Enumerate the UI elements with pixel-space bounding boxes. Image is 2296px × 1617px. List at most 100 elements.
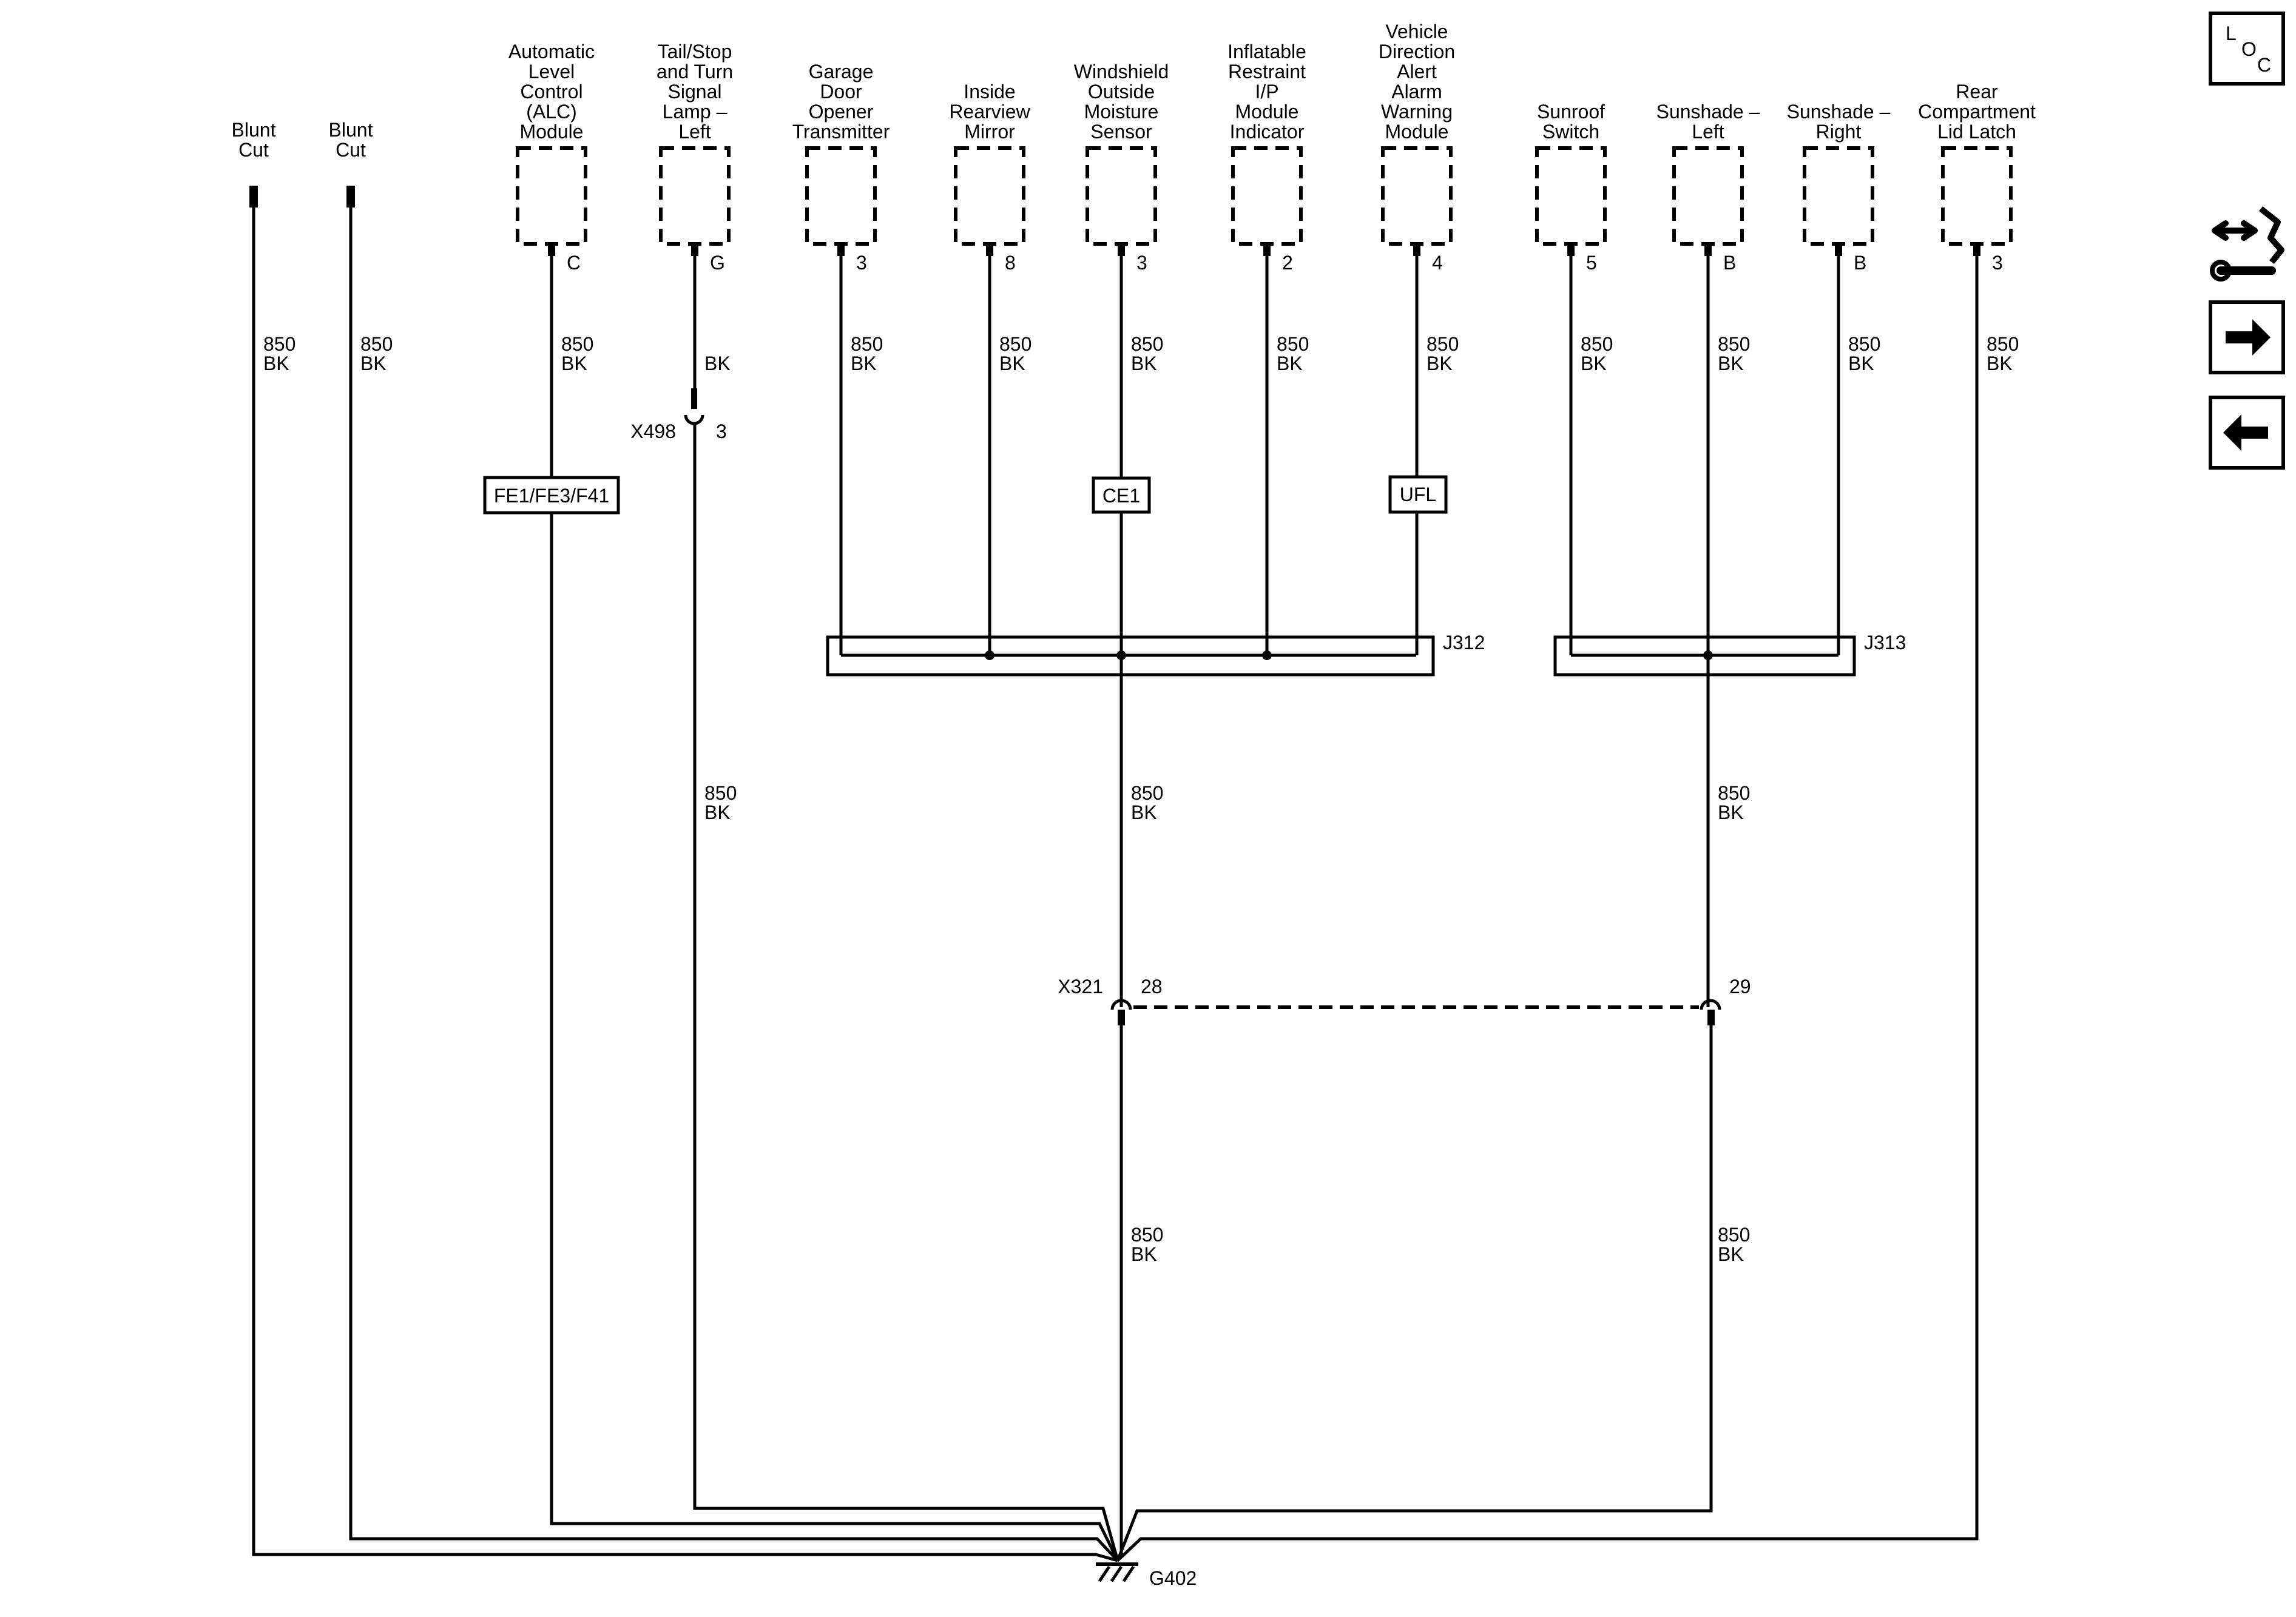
component-name-line: Module [1235, 101, 1299, 123]
option-label-alc: FE1/FE3/F41 [494, 485, 609, 507]
component-name-line: Opener [809, 101, 874, 123]
component-name-line: Tail/Stop [658, 41, 732, 62]
component-name-line: Alert [1397, 61, 1437, 83]
component-name-line: Automatic [508, 41, 595, 62]
ground-label: G402 [1149, 1567, 1197, 1589]
wire-tail-lower [693, 424, 1119, 1561]
component-name-line: Direction [1379, 41, 1455, 62]
component-pin: B [1854, 252, 1866, 274]
component-box [1535, 146, 1607, 246]
component-name-line: Left [678, 121, 711, 143]
component-box [516, 146, 587, 246]
splice-label-j313: J313 [1864, 632, 1906, 653]
component-pin: G [710, 252, 725, 274]
pin-terminal [548, 244, 555, 256]
wire-color: BK [1277, 353, 1303, 374]
wire-circuit-number: 850 [1581, 333, 1613, 355]
wire-color: BK [360, 353, 387, 374]
component-name-line: Garage [809, 61, 874, 83]
wire-x321-29-ground [1116, 1025, 1713, 1561]
wire-color: BK [1581, 353, 1607, 374]
ground-g402: G402 [1096, 1562, 1197, 1589]
component-name-line: Warning [1381, 101, 1453, 123]
pin-terminal [837, 244, 845, 256]
component-pin: 8 [1005, 252, 1016, 274]
wire-circuit-number: 850 [1131, 333, 1163, 355]
wire-circuit-number: 850 [1718, 782, 1750, 804]
nav-sidebar: L O C [2209, 12, 2285, 470]
component-connector-icon[interactable] [2210, 206, 2284, 282]
component-name-line: (ALC) [526, 101, 577, 123]
component-box [1231, 146, 1303, 246]
component-name-line: Alarm [1391, 81, 1442, 103]
component-name-line: Sunshade – [1787, 101, 1891, 123]
component-name-line: Lid Latch [1937, 121, 2016, 143]
wire-circuit-number: 850 [1718, 1224, 1750, 1246]
wire-color: BK [1131, 353, 1157, 374]
wire-circuit-number: 850 [1427, 333, 1459, 355]
wire-color: BK [561, 353, 587, 374]
component-name-line: Right [1816, 121, 1862, 143]
connector-name-x321: X321 [1058, 976, 1103, 998]
component-name-line: Restraint [1228, 61, 1306, 83]
wire-circuit-number: 850 [1718, 333, 1750, 355]
wire-circuit-number: 850 [263, 333, 295, 355]
component-box [1086, 146, 1157, 246]
wire-color: BK [1131, 1243, 1157, 1265]
wire-rear [1116, 256, 1979, 1562]
component-name-line: Sunroof [1537, 101, 1605, 123]
connector-name-x498: X498 [630, 420, 676, 442]
next-page-button[interactable] [2209, 300, 2285, 374]
pin-terminal [1118, 244, 1125, 256]
component-name-line: Signal [668, 81, 722, 103]
wire-color: BK [704, 802, 731, 823]
wire-color: BK [1718, 353, 1744, 374]
option-label-windshield: CE1 [1102, 485, 1140, 507]
component-pin: 5 [1586, 252, 1597, 274]
splice-pack-j312: J312 [826, 632, 1485, 677]
wire-circuit-number: 850 [999, 333, 1032, 355]
component-name-line: Left [1692, 121, 1724, 143]
component-name-line: Vehicle [1385, 21, 1448, 42]
component-name-line: Sensor [1090, 121, 1152, 143]
arrow-right-icon [2226, 319, 2271, 356]
previous-page-button[interactable] [2209, 396, 2285, 470]
wire-color: BK [1987, 353, 2013, 374]
wire-layer [252, 208, 1979, 1562]
wire-alc [550, 256, 1119, 1562]
wire-circuit-number: 850 [704, 782, 737, 804]
component-name-line: and Turn [657, 61, 733, 83]
blunt-cut-end [346, 186, 355, 208]
wire-color: BK [263, 353, 289, 374]
component-pin: C [567, 252, 581, 274]
component-box [805, 146, 877, 246]
connector-pin-x321-left: 28 [1141, 976, 1163, 998]
pin-terminal [1413, 244, 1420, 256]
component-box [954, 146, 1025, 246]
component-name-line: Outside [1088, 81, 1155, 103]
location-button[interactable]: L O C [2209, 12, 2285, 86]
component-name-line: Moisture [1084, 101, 1159, 123]
wire-color: BK [851, 353, 877, 374]
blunt-cut-end [249, 186, 258, 208]
component-name-line: Module [520, 121, 584, 143]
wire-color: BK [1718, 1243, 1744, 1265]
splice-pack-j313: J313 [1553, 632, 1906, 677]
component-pin: 3 [1992, 252, 2003, 274]
wire-color: BK [1718, 802, 1744, 823]
option-box-alc: FE1/FE3/F41 [483, 476, 620, 515]
